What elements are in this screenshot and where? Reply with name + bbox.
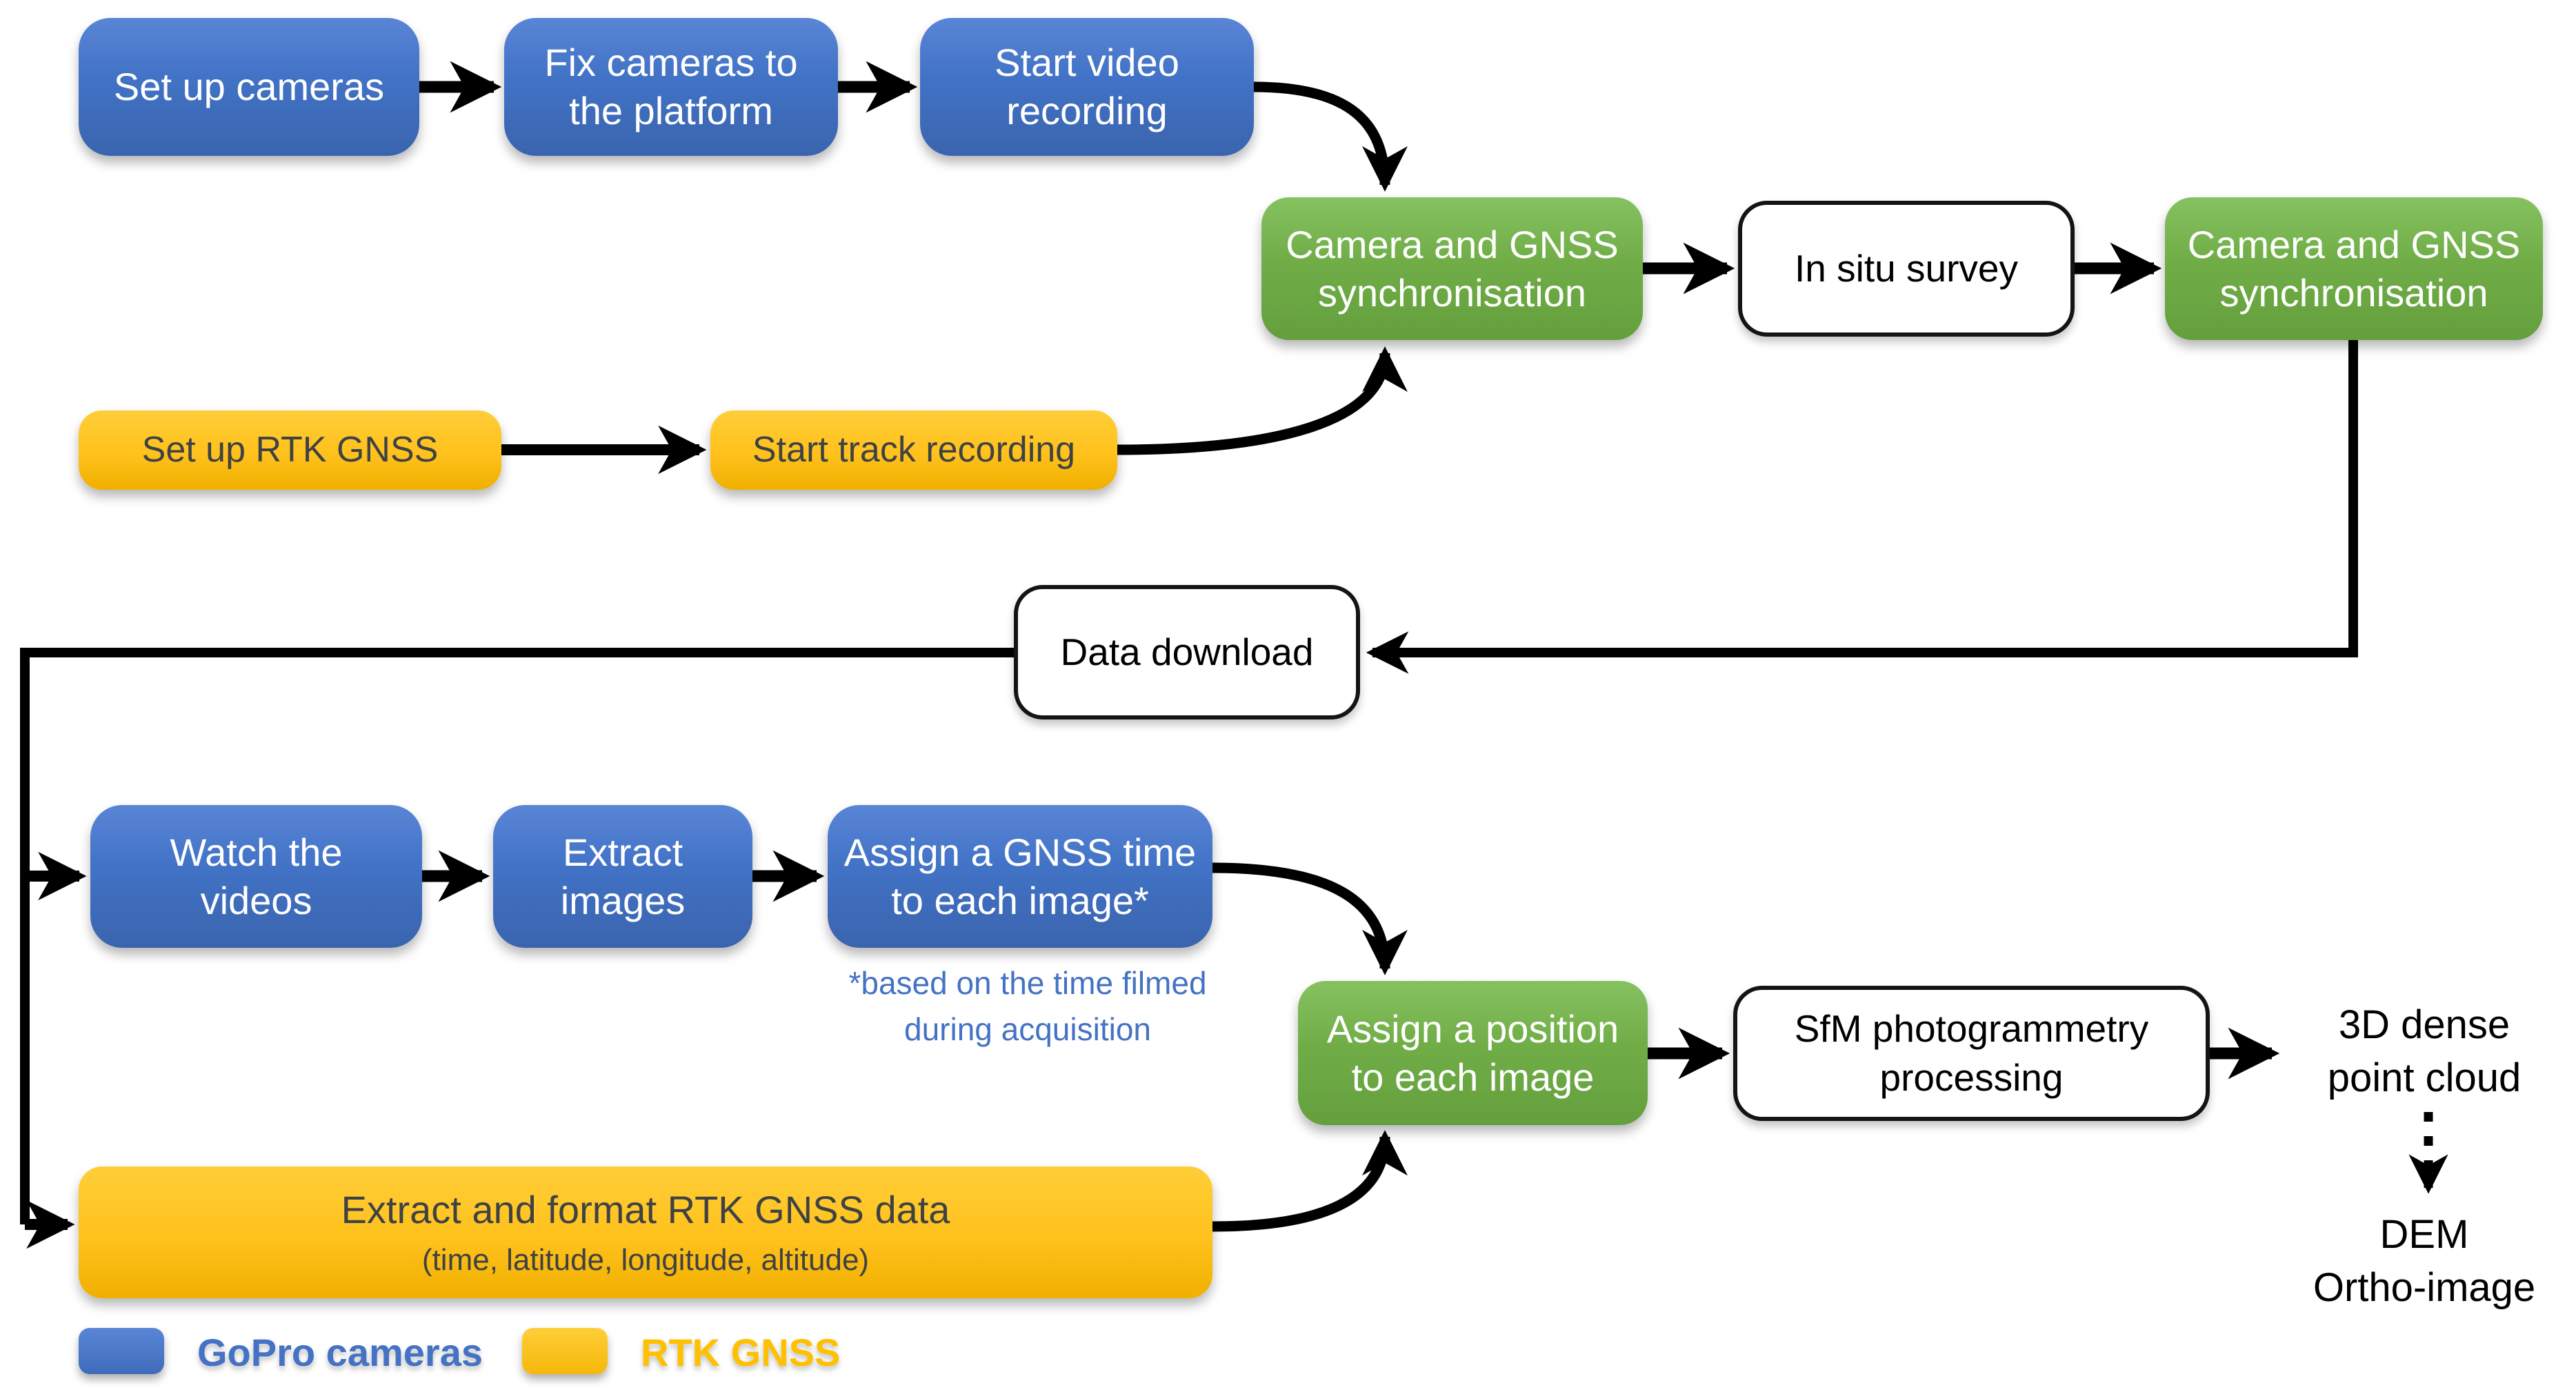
- connector-datadownload-routing: [20, 648, 1014, 1224]
- legend-swatch-rtk: [522, 1328, 608, 1374]
- node-camera-gnss-sync-2: Camera and GNSS synchronisation: [2165, 197, 2543, 340]
- node-extract-images: Extract images: [493, 805, 752, 948]
- connector-startvideo-to-sync1: [1253, 81, 1408, 192]
- node-data-download-label: Data download: [1060, 630, 1314, 673]
- time-note: *based on the time filmed during acquisi…: [848, 965, 1207, 1047]
- node-start-track-recording-label: Start track recording: [752, 430, 1076, 470]
- node-assign-position: Assign a position to each image: [1298, 981, 1648, 1125]
- node-extract-images-label: Extract images: [560, 830, 686, 922]
- connector-starttrack-to-sync1: [1117, 346, 1408, 455]
- node-set-up-rtk-gnss: Set up RTK GNSS: [79, 410, 501, 490]
- node-fix-cameras-label: Fix cameras to the platform: [544, 41, 798, 132]
- node-set-up-cameras: Set up cameras: [79, 18, 419, 156]
- node-fix-cameras: Fix cameras to the platform: [504, 18, 838, 156]
- node-in-situ-survey: In situ survey: [1738, 201, 2075, 337]
- node-camera-gnss-sync-2-label: Camera and GNSS synchronisation: [2187, 222, 2521, 315]
- legend-label-gopro: GoPro cameras: [197, 1331, 483, 1374]
- node-camera-gnss-sync-1: Camera and GNSS synchronisation: [1261, 197, 1643, 340]
- connector-sync2-to-datadownload: [1366, 340, 2358, 674]
- node-in-situ-survey-label: In situ survey: [1794, 246, 2018, 290]
- node-assign-gnss-time-label: Assign a GNSS time to each image*: [843, 830, 1197, 922]
- node-extract-rtk-data-title: Extract and format RTK GNSS data: [341, 1187, 950, 1231]
- connector-assigntime-to-assignposition: [1212, 862, 1408, 975]
- node-extract-rtk-data: Extract and format RTK GNSS data (time, …: [79, 1166, 1212, 1298]
- node-camera-gnss-sync-1-label: Camera and GNSS synchronisation: [1286, 222, 1619, 315]
- legend-label-rtk: RTK GNSS: [641, 1331, 841, 1374]
- node-start-video-label: Start video recording: [995, 41, 1179, 132]
- node-sfm-processing-label: SfM photogrammetry processing: [1794, 1006, 2149, 1100]
- node-sfm-processing: SfM photogrammetry processing: [1733, 986, 2210, 1121]
- node-watch-videos: Watch the videos: [90, 805, 422, 948]
- node-set-up-cameras-label: Set up cameras: [113, 65, 385, 108]
- node-assign-position-label: Assign a position to each image: [1326, 1006, 1619, 1099]
- output-point-cloud: 3D dense point cloud: [2327, 1002, 2522, 1100]
- connector-extractrtk-to-assignposition: [1212, 1130, 1408, 1232]
- output-dem-ortho: DEM Ortho-image: [2313, 1212, 2536, 1310]
- node-start-track-recording: Start track recording: [710, 410, 1117, 490]
- node-data-download: Data download: [1014, 585, 1360, 719]
- node-watch-videos-label: Watch the videos: [170, 830, 343, 922]
- node-assign-gnss-time: Assign a GNSS time to each image*: [828, 805, 1212, 948]
- legend-swatch-gopro: [79, 1328, 164, 1374]
- node-extract-rtk-data-subtitle: (time, latitude, longitude, altitude): [421, 1242, 870, 1277]
- node-set-up-rtk-gnss-label: Set up RTK GNSS: [141, 430, 439, 470]
- node-start-video: Start video recording: [920, 18, 1254, 156]
